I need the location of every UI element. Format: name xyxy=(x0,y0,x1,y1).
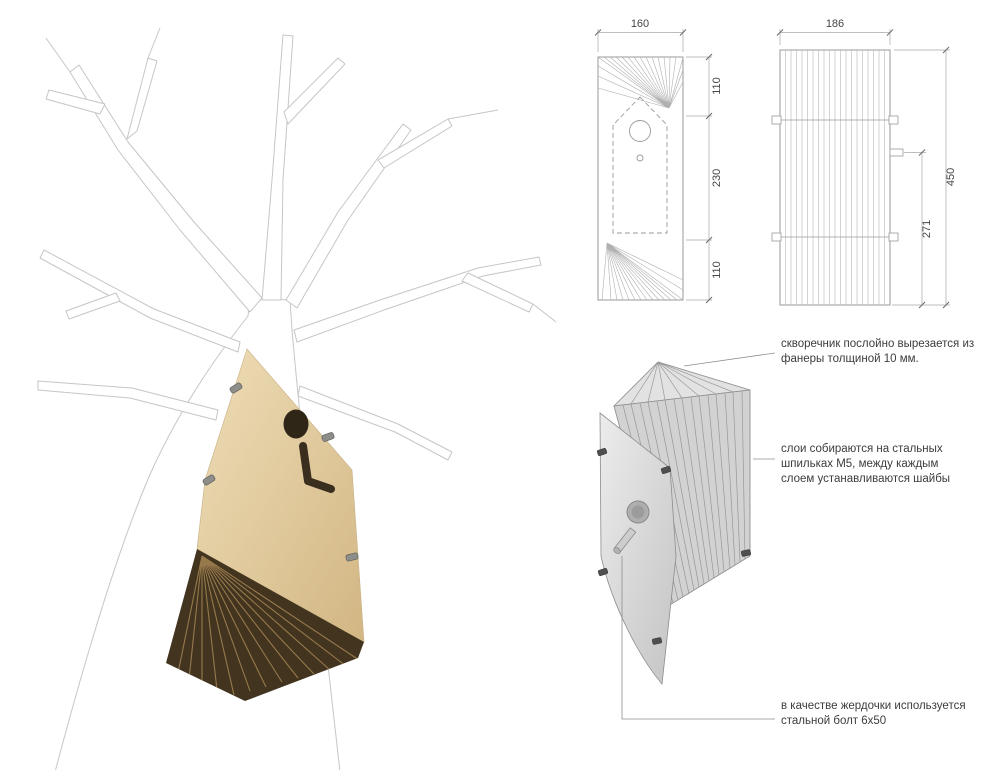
tree-branch xyxy=(69,64,263,313)
front-dimensions: 160 110 230 110 xyxy=(594,18,723,304)
dimension-ticks xyxy=(776,29,950,309)
dim-height-110-bottom: 110 xyxy=(711,261,723,279)
dim-width-160: 160 xyxy=(631,18,649,30)
stud-end xyxy=(888,115,899,125)
nestbox-dashed-outline xyxy=(612,96,668,234)
leader-perch-note xyxy=(621,556,775,720)
tree-branch xyxy=(283,57,346,125)
dim-height-230: 230 xyxy=(711,169,723,187)
stud-nut xyxy=(651,637,663,645)
dim-height-450: 450 xyxy=(945,168,957,186)
front-elevation-drawing xyxy=(597,56,684,301)
assembly-render xyxy=(596,361,752,685)
tree-branch xyxy=(285,123,412,309)
stud-end xyxy=(771,115,782,125)
birdhouse-layer-stack xyxy=(166,549,364,701)
entrance-hole-outline xyxy=(629,120,651,142)
dim-width-186: 186 xyxy=(826,18,844,30)
perch-bolt-head xyxy=(613,547,621,554)
tree-branch xyxy=(377,118,453,169)
stud-ends xyxy=(771,115,899,242)
bottom-layer-fan-hatching xyxy=(601,242,684,301)
dimension-lines xyxy=(597,29,712,301)
leader-plywood-note xyxy=(683,352,776,367)
birdhouse-photo-render xyxy=(166,348,365,701)
stud xyxy=(345,552,359,562)
perch-bolt-side xyxy=(889,148,904,157)
stud-nut xyxy=(660,466,672,474)
dim-height-110-top: 110 xyxy=(711,77,723,95)
top-layer-fan-hatching xyxy=(597,56,684,109)
stud-nut xyxy=(596,448,608,456)
front-elevation-outline xyxy=(597,56,684,301)
annotation-perch-note: в качестве жердочки используется стально… xyxy=(781,700,966,728)
tree-branch xyxy=(297,385,453,461)
tree-branch xyxy=(39,249,241,353)
stud xyxy=(229,382,243,394)
annotation-plywood-note: скворечник послойно вырезается из фанеры… xyxy=(781,338,975,366)
stud-nut xyxy=(740,549,752,557)
stud-end xyxy=(888,232,899,242)
layer-ridges xyxy=(169,555,363,701)
perch-hook xyxy=(299,442,335,493)
side-dimensions: 186 271 450 xyxy=(776,18,957,309)
dim-height-271: 271 xyxy=(921,220,933,238)
stud-nut xyxy=(597,568,609,576)
side-elevation-drawing xyxy=(771,49,904,306)
tree-branch xyxy=(461,272,534,313)
layer-stripes xyxy=(785,50,885,305)
tree-branch xyxy=(37,380,219,421)
dimension-ticks xyxy=(594,29,713,304)
stud xyxy=(202,474,216,486)
stud xyxy=(321,432,335,442)
tree-branch xyxy=(293,256,542,343)
stud-end xyxy=(771,232,782,242)
perch-dot xyxy=(636,154,644,162)
perch-bolt xyxy=(613,527,637,554)
entrance-hole xyxy=(283,409,309,439)
tree-twigs xyxy=(45,27,557,323)
tree-branch xyxy=(126,57,158,140)
tree-branch xyxy=(261,34,294,301)
assembly-studs xyxy=(596,448,752,645)
tree-branch xyxy=(65,292,121,320)
dimension-lines xyxy=(779,29,950,306)
annotation-assembly-note: слои собираются на стальных шпильках М5,… xyxy=(781,443,951,486)
entrance-hole-depth xyxy=(631,505,645,519)
pleat-top-fan-lines xyxy=(613,361,751,407)
tree-branch xyxy=(45,89,106,115)
stud-rails xyxy=(781,119,889,238)
leader-lines xyxy=(621,352,776,720)
mounting-studs xyxy=(202,382,359,562)
